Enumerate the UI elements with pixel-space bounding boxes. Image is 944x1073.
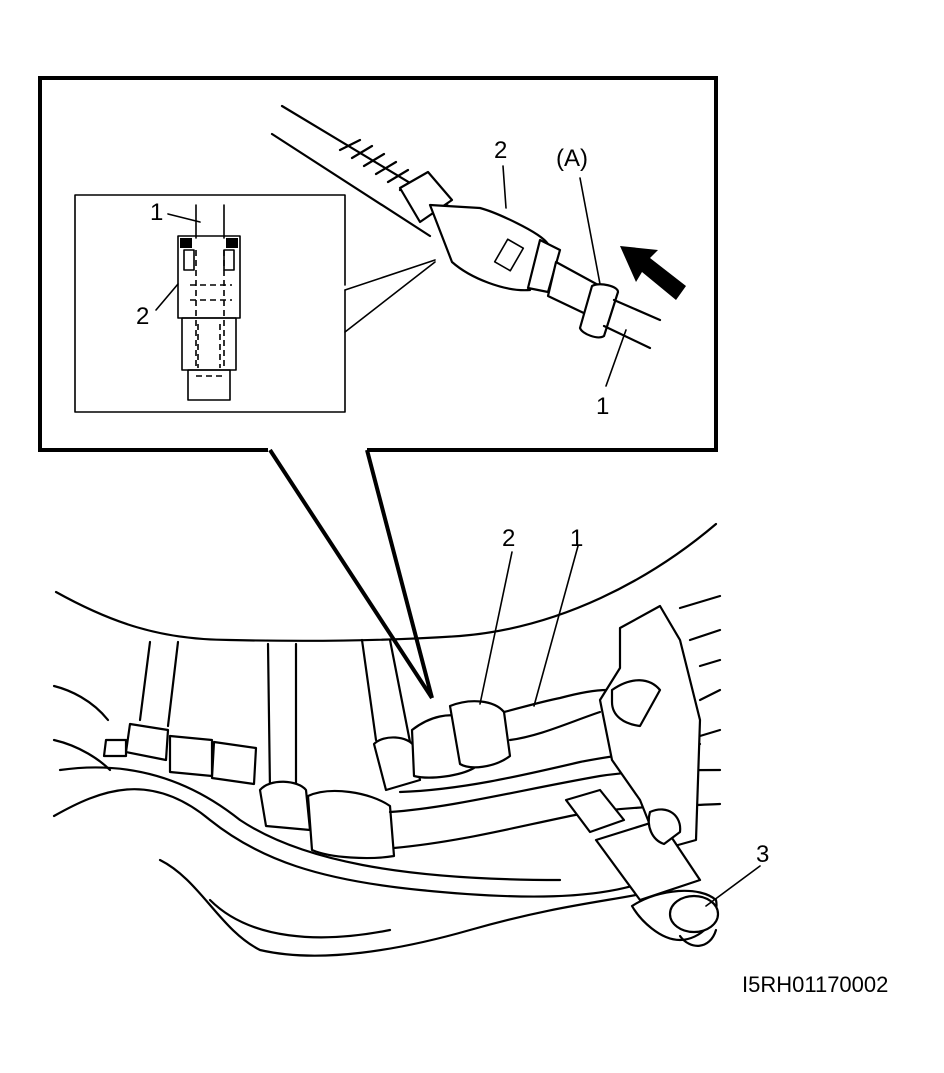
callout-label-A: (A) <box>556 145 588 172</box>
callout-frame <box>38 76 718 700</box>
section-label-2: 2 <box>136 303 149 330</box>
callout-connector <box>270 104 686 387</box>
callout-label-1: 1 <box>596 393 609 420</box>
main-view <box>52 522 761 957</box>
callout-label-2: 2 <box>494 137 507 164</box>
figure-code: I5RH01170002 <box>742 972 888 997</box>
main-label-3: 3 <box>756 841 769 868</box>
main-label-1: 1 <box>570 525 583 552</box>
section-label-1: 1 <box>150 199 163 226</box>
main-label-2: 2 <box>502 525 515 552</box>
section-view <box>74 194 436 413</box>
